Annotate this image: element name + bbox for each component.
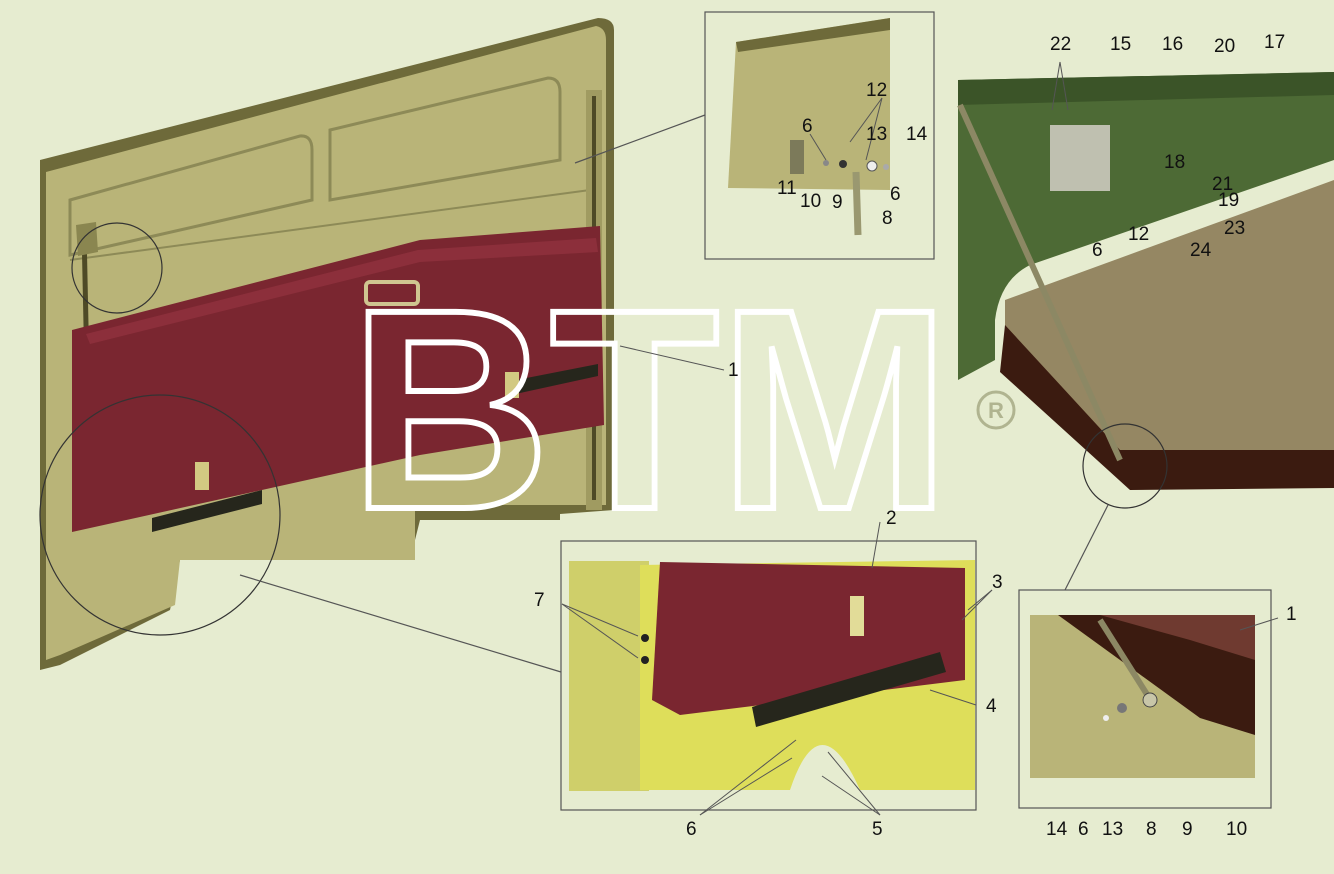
callout-br-8: 8	[1146, 819, 1157, 840]
detail-box-hinge	[704, 11, 935, 260]
callout-top-6: 6	[802, 116, 813, 137]
callout-br-1: 1	[1286, 604, 1297, 625]
callout-tr-24: 24	[1190, 240, 1212, 261]
callout-tr-6: 6	[1092, 240, 1103, 261]
callout-bd-7: 7	[534, 590, 545, 611]
detail-circle-right	[1082, 423, 1168, 509]
callout-tr-22: 22	[1050, 34, 1071, 55]
detail-box-strut	[1018, 589, 1272, 809]
callout-top-14: 14	[906, 124, 928, 145]
callout-tr-21: 21	[1212, 174, 1233, 195]
callout-top-12: 12	[866, 80, 887, 101]
callout-main-1: 1	[728, 360, 739, 381]
registered-mark: R	[988, 398, 1004, 423]
callout-tr-18: 18	[1164, 152, 1185, 173]
watermark: BTM R	[347, 248, 1016, 572]
detail-box-strap	[560, 540, 977, 811]
callout-bd-2: 2	[886, 508, 897, 529]
callout-tr-23: 23	[1224, 218, 1245, 239]
callout-bd-5: 5	[872, 819, 883, 840]
callout-tr-17: 17	[1264, 32, 1285, 53]
callout-tr-19: 19	[1218, 190, 1239, 211]
callout-top-10: 10	[800, 191, 821, 212]
callout-bd-6: 6	[686, 819, 697, 840]
callout-br-9: 9	[1182, 819, 1193, 840]
callout-br-13: 13	[1102, 819, 1123, 840]
leader-lines	[561, 61, 1279, 816]
callout-top-9: 9	[832, 192, 843, 213]
callout-tr-20: 20	[1214, 36, 1235, 57]
callout-br-6: 6	[1078, 819, 1089, 840]
callout-top-11: 11	[777, 178, 797, 199]
callout-top-8: 8	[882, 208, 893, 229]
detail-circle-top-left	[71, 222, 163, 314]
callout-top-13: 13	[866, 124, 887, 145]
bunk-cushion	[72, 226, 604, 532]
cab-interior-view	[957, 72, 1334, 490]
callout-bd-3: 3	[992, 572, 1003, 593]
callout-br-10: 10	[1226, 819, 1247, 840]
callout-tr-16: 16	[1162, 34, 1183, 55]
callout-tr-15: 15	[1110, 34, 1131, 55]
detail-circle-bottom-left	[39, 394, 281, 636]
callout-bd-4: 4	[986, 696, 997, 717]
watermark-text: BTM	[350, 251, 950, 569]
callout-br-14: 14	[1046, 819, 1068, 840]
callout-top-6b: 6	[890, 184, 901, 205]
callout-tr-12: 12	[1128, 224, 1149, 245]
